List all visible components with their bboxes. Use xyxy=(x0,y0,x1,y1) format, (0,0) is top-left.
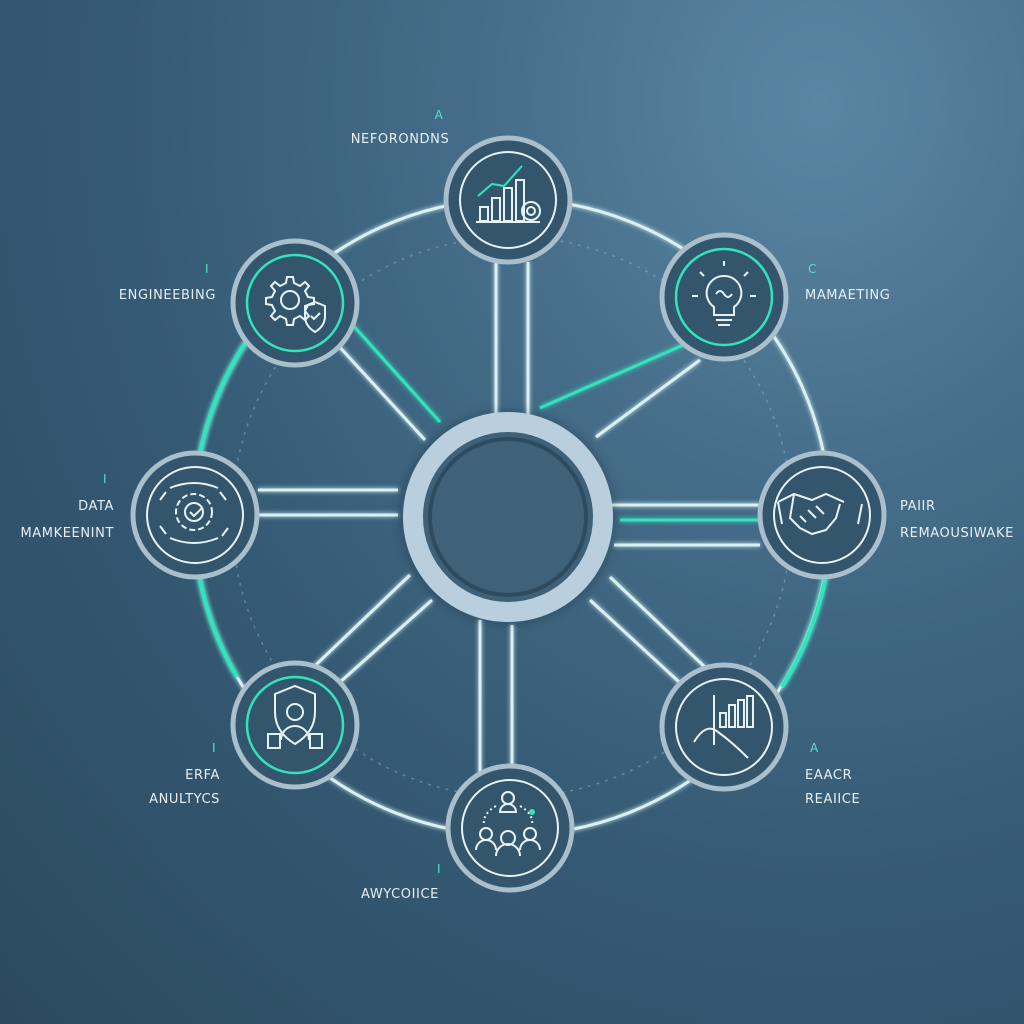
node-bottom-letter: I xyxy=(437,862,442,876)
node-right-label-1: PAIIR xyxy=(900,499,936,514)
shield-security-icon xyxy=(267,684,323,749)
node-top-left-label: ENGINEEBING xyxy=(118,288,216,303)
node-left-label-2: MAMKEENINT xyxy=(20,526,114,541)
node-bottom-right-label-1: EAACR xyxy=(805,768,853,783)
hub-inner xyxy=(428,437,588,597)
team-network-icon xyxy=(475,791,541,857)
bar-chart-icon xyxy=(693,695,754,759)
node-right-label-2: REMAOUSIWAKE xyxy=(900,526,1014,541)
node-bottom-right[interactable] xyxy=(659,662,789,792)
handshake-icon xyxy=(777,492,863,536)
data-gear-icon xyxy=(159,482,229,544)
spokes xyxy=(258,262,760,782)
node-left-label-1: DATA xyxy=(78,499,114,514)
lightbulb-icon xyxy=(692,261,756,326)
node-right[interactable] xyxy=(757,450,887,580)
node-top-right[interactable] xyxy=(659,232,789,362)
node-top-left[interactable] xyxy=(230,238,360,368)
node-bottom-label: AWYCOIICE xyxy=(361,887,439,902)
node-bottom[interactable] xyxy=(445,763,575,893)
gear-shield-icon xyxy=(265,276,326,334)
node-left[interactable] xyxy=(130,450,260,580)
growth-chart-icon xyxy=(476,165,541,223)
node-top-letter: A xyxy=(434,108,444,122)
node-bottom-left[interactable] xyxy=(230,660,360,790)
node-bottom-left-label-1: ERFA xyxy=(185,768,220,783)
node-top-label: NEFORONDNS xyxy=(350,132,450,147)
node-bottom-left-label-2: ANULTYCS xyxy=(149,792,220,807)
node-left-letter: I xyxy=(103,472,108,486)
node-bottom-right-letter: A xyxy=(810,741,819,755)
node-bottom-right-label-2: REAIICE xyxy=(805,792,861,807)
node-top[interactable] xyxy=(443,135,573,265)
node-top-left-letter: I xyxy=(205,262,210,276)
node-top-right-letter: C xyxy=(808,262,817,276)
node-bottom-left-letter: I xyxy=(212,741,217,755)
node-top-right-label: MAMAETING xyxy=(805,288,891,303)
